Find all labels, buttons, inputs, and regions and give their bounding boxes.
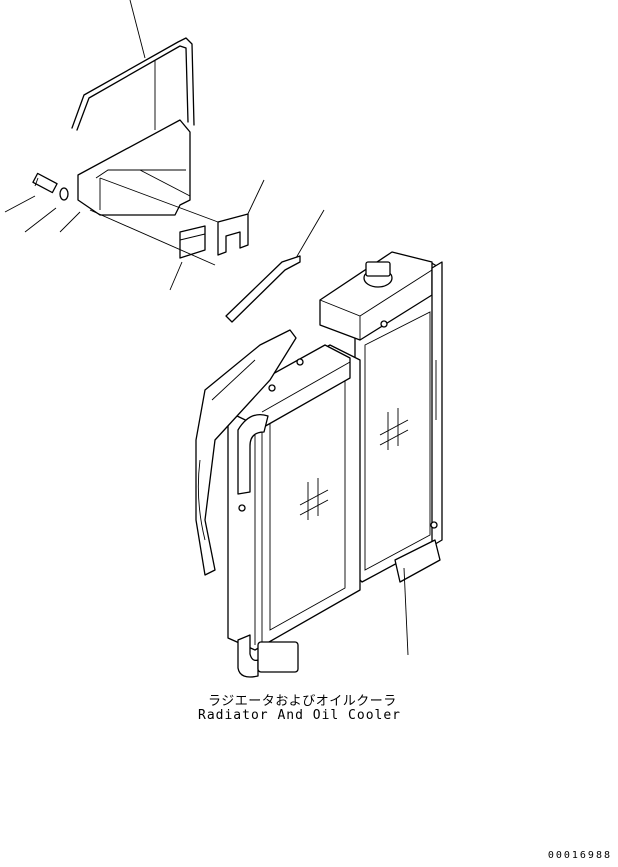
explode-lines [89,60,219,266]
clip-lower [179,225,206,259]
document-number: 00016988 [547,850,612,861]
strap [225,255,301,323]
core-hatch-back [379,408,409,450]
caption-english: Radiator And Oil Cooler [198,708,402,723]
core-hatch-front [299,478,329,520]
bolt [32,172,58,194]
shroud-plate [77,119,191,216]
washer [59,187,69,201]
clip-upper [217,213,249,256]
caption-japanese: ラジエータおよびオイルクーラ [208,694,397,709]
radiator-assembly [195,251,443,678]
guard-bracket [71,37,195,131]
leader-lines [4,0,325,291]
